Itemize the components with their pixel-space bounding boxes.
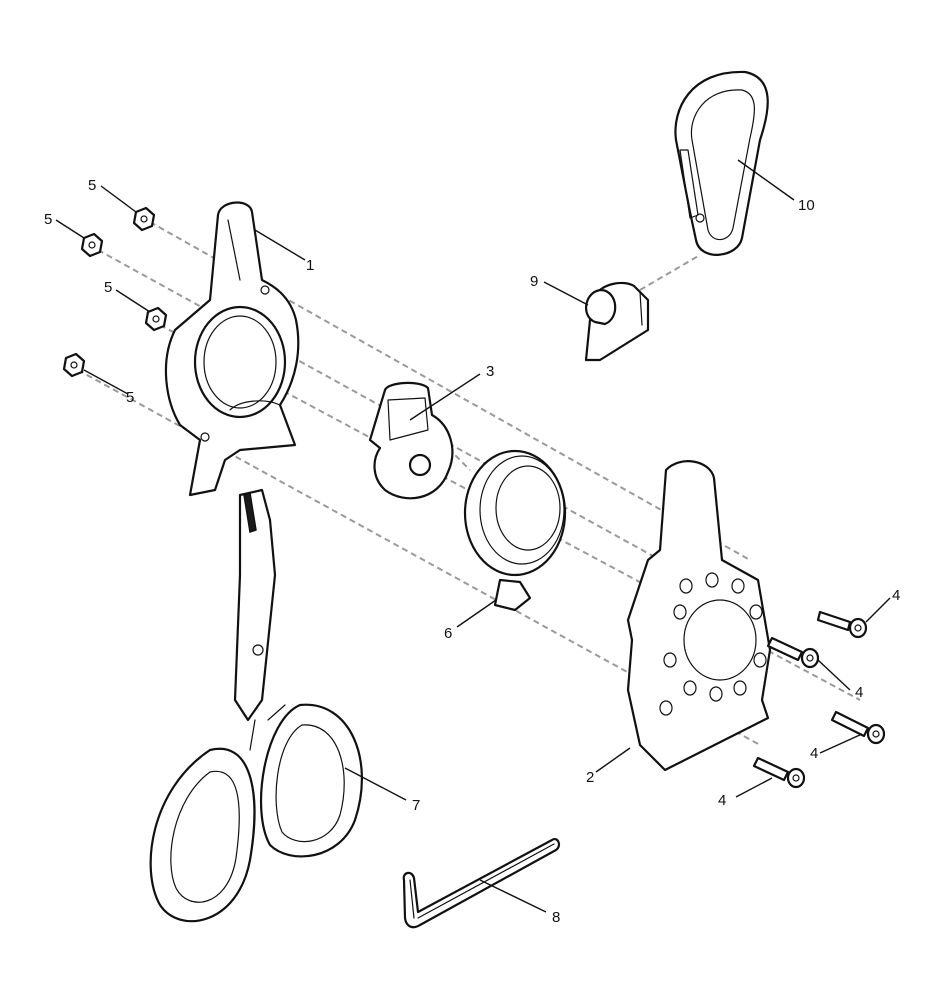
nut-5b [80,232,104,258]
hex-key-part-8 [402,838,561,929]
callout-4a: 4 [892,587,900,604]
bolt-4b [766,636,820,669]
callout-1: 1 [306,257,314,274]
callout-6: 6 [444,625,452,642]
bolt-4c [830,710,886,745]
bolt-4a [816,610,868,639]
callout-5c: 5 [104,279,112,296]
callout-8: 8 [552,909,560,926]
callouts: 1 2 3 4 4 4 4 5 5 5 5 6 7 8 9 10 [44,177,900,926]
nut-5a [132,206,156,232]
bracket-part-1 [164,201,300,497]
plate-holes [659,572,767,716]
nuts-part-5 [62,206,168,378]
callout-3: 3 [486,363,494,380]
callout-4d: 4 [718,792,726,809]
assembly-path-carabiner [639,254,701,291]
callout-10: 10 [798,197,815,214]
callout-5b: 5 [44,211,52,228]
plate-part-2 [626,460,772,772]
scissors-part-7 [149,488,363,923]
bolts-part-4 [752,610,886,789]
callout-5d: 5 [126,389,134,406]
callout-2: 2 [586,769,594,786]
callout-4c: 4 [810,745,818,762]
carabiner-part-10 [674,70,769,256]
callout-5a: 5 [88,177,96,194]
leader-lines [55,159,891,913]
callout-4b: 4 [855,684,863,701]
callout-9: 9 [530,273,538,290]
bolt-4d [752,756,806,789]
clip-part-3 [368,381,454,500]
nut-5d [62,352,86,378]
clip-block-part-9 [584,281,650,362]
reel-part-6 [463,449,567,612]
nut-5c [144,306,168,332]
callout-7: 7 [412,797,420,814]
